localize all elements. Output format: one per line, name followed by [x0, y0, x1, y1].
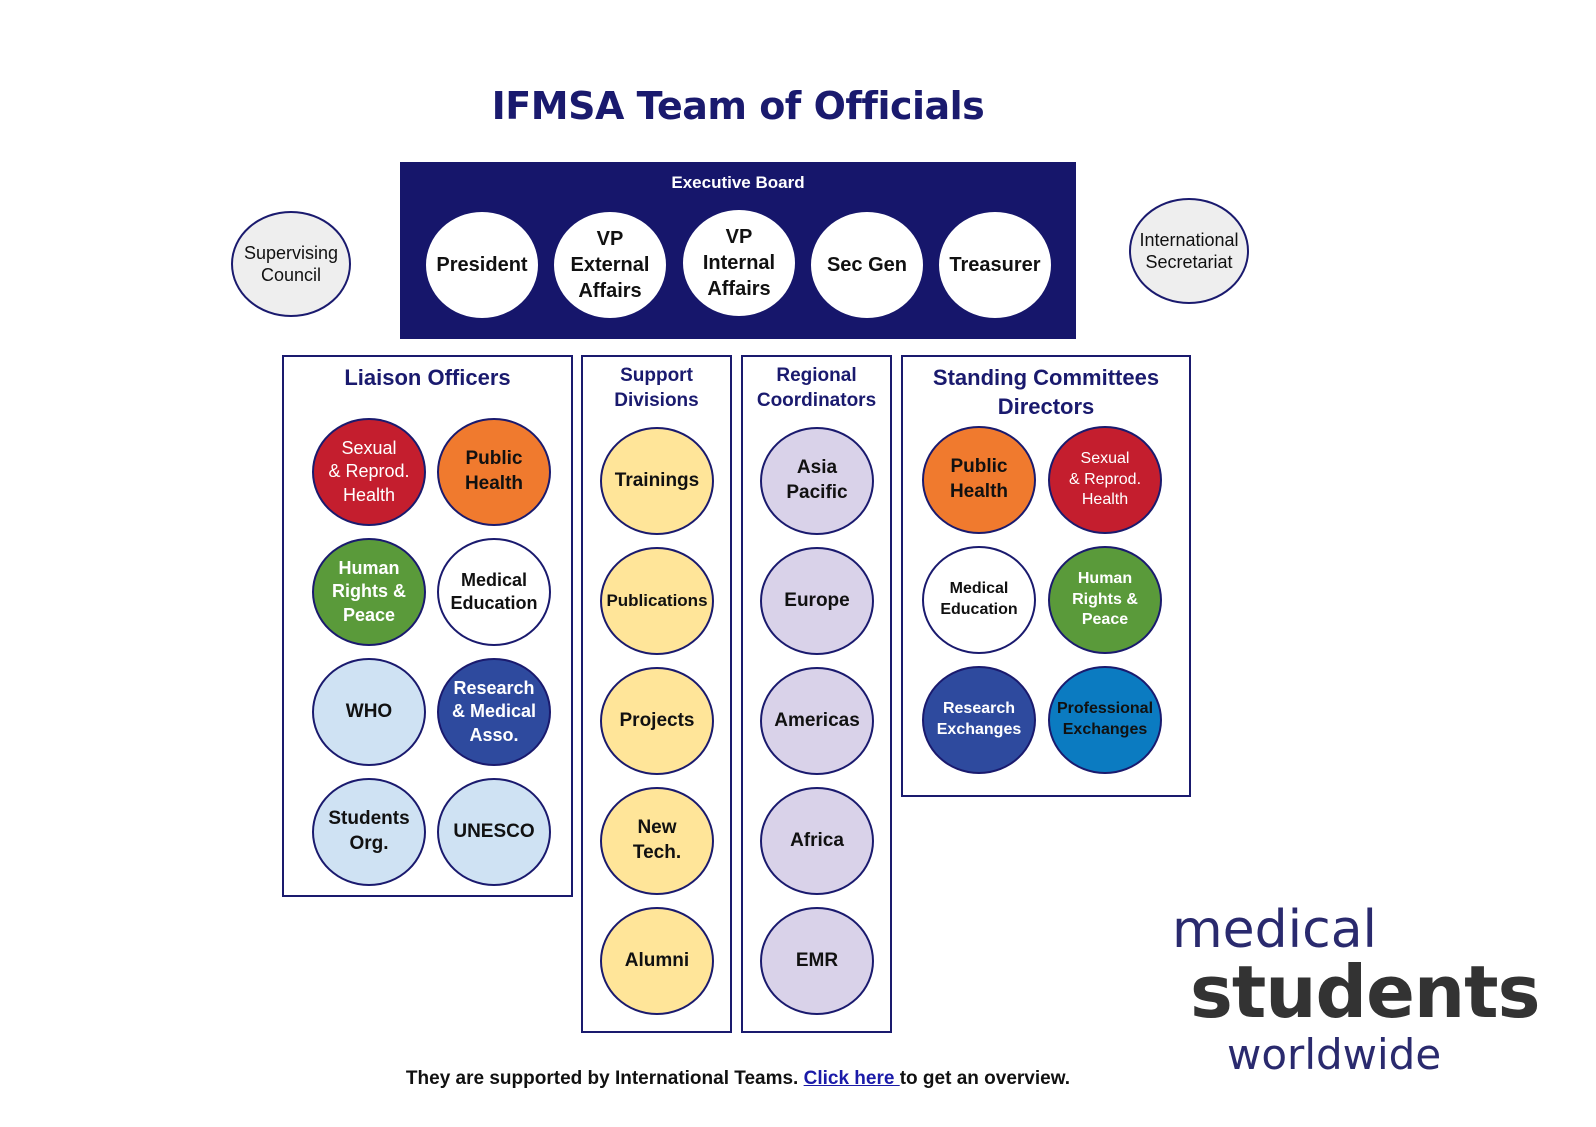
standing-research-exchanges-node[interactable]: Research Exchanges	[922, 666, 1036, 774]
footer-text-end: to get an overview.	[899, 1068, 1071, 1089]
standing-human-rights-peace-node[interactable]: Human Rights & Peace	[1048, 546, 1162, 654]
vp-internal-affairs-node[interactable]: VP Internal Affairs	[683, 210, 795, 316]
page-title: IFMSA Team of Officials	[491, 84, 985, 128]
regional-coordinators-title: Regional Coordinators	[756, 365, 877, 411]
president-node[interactable]: President	[426, 212, 538, 318]
standing-sexual-reprod-health-node[interactable]: Sexual & Reprod. Health	[1048, 426, 1162, 534]
logo-medical: medical	[1172, 900, 1378, 960]
treasurer-node[interactable]: Treasurer	[939, 212, 1051, 318]
sec-gen-node[interactable]: Sec Gen	[811, 212, 923, 318]
liaison-public-health-node[interactable]: Public Health	[437, 418, 551, 526]
liaison-sexual-reprod-health-node[interactable]: Sexual & Reprod. Health	[312, 418, 426, 526]
logo-students: students	[1190, 950, 1540, 1034]
regional-americas-node[interactable]: Americas	[760, 667, 874, 775]
liaison-medical-education-node[interactable]: Medical Education	[437, 538, 551, 646]
regional-europe-node[interactable]: Europe	[760, 547, 874, 655]
executive-board-label: Executive Board	[671, 173, 805, 192]
standing-committees-title: Standing Committees Directors	[932, 365, 1160, 419]
standing-medical-education-node[interactable]: Medical Education	[922, 546, 1036, 654]
international-secretariat-node[interactable]: International Secretariat	[1129, 198, 1249, 304]
support-projects-node[interactable]: Projects	[600, 667, 714, 775]
overview-link[interactable]: Click here	[803, 1068, 900, 1089]
support-alumni-node[interactable]: Alumni	[600, 907, 714, 1015]
logo-worldwide: worldwide	[1227, 1030, 1442, 1079]
regional-asia-pacific-node[interactable]: Asia Pacific	[760, 427, 874, 535]
liaison-human-rights-peace-node[interactable]: Human Rights & Peace	[312, 538, 426, 646]
support-divisions-title: Support Divisions	[614, 365, 699, 411]
support-trainings-node[interactable]: Trainings	[600, 427, 714, 535]
liaison-research-medical-asso-node[interactable]: Research & Medical Asso.	[437, 658, 551, 766]
regional-emr-node[interactable]: EMR	[760, 907, 874, 1015]
liaison-students-org-node[interactable]: Students Org.	[312, 778, 426, 886]
footer-text: They are supported by International Team…	[405, 1068, 804, 1089]
footer-note: They are supported by International Team…	[0, 1068, 1476, 1090]
support-publications-node[interactable]: Publications	[600, 547, 714, 655]
liaison-officers-title: Liaison Officers	[344, 365, 511, 390]
liaison-who-node[interactable]: WHO	[312, 658, 426, 766]
regional-africa-node[interactable]: Africa	[760, 787, 874, 895]
standing-public-health-node[interactable]: Public Health	[922, 426, 1036, 534]
standing-professional-exchanges-node[interactable]: Professional Exchanges	[1048, 666, 1162, 774]
vp-external-affairs-node[interactable]: VP External Affairs	[554, 212, 666, 318]
support-new-tech-node[interactable]: New Tech.	[600, 787, 714, 895]
liaison-unesco-node[interactable]: UNESCO	[437, 778, 551, 886]
supervising-council-node[interactable]: Supervising Council	[231, 211, 351, 317]
